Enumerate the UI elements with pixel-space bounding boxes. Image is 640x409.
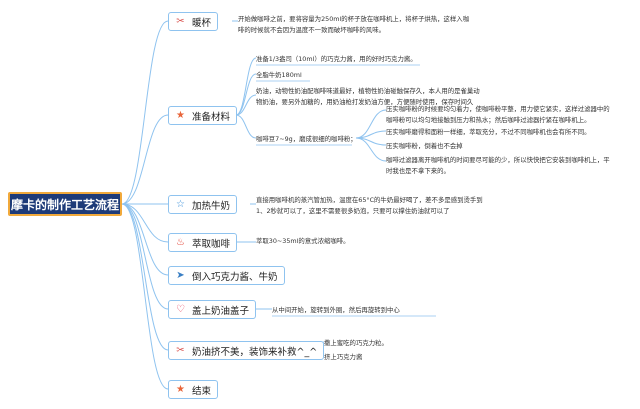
branch-cover-cream[interactable]: ♡ 盖上奶油盖子 bbox=[168, 300, 257, 319]
connector-beans-tip-4 bbox=[355, 137, 387, 162]
tools-icon: ✂ bbox=[176, 15, 185, 27]
connector-root-warm-cup bbox=[121, 20, 169, 205]
connector-prepare-chocolate bbox=[235, 57, 257, 116]
branch-end[interactable]: ★ 结束 bbox=[168, 380, 219, 399]
leaf-extract: 萃取30~35ml的意式浓缩咖啡。 bbox=[256, 237, 350, 245]
heart-icon: ♡ bbox=[176, 303, 185, 315]
connector-root-decor bbox=[121, 203, 169, 351]
leaf-heat-milk: 直接用咖啡机的蒸汽管加热，温度在65°C的牛奶最好喝了，差不多是感到烫手到 1、… bbox=[256, 196, 483, 215]
connector-prepare-cream bbox=[235, 94, 257, 116]
send-icon: ➤ bbox=[176, 269, 185, 281]
star-outline-icon: ☆ bbox=[176, 198, 185, 210]
connector-prepare-beans bbox=[235, 114, 257, 139]
leaf-milk: 全脂牛奶180ml bbox=[256, 71, 302, 79]
leaf-cream: 奶油，动物性奶油配咖啡味道最好，植物性奶油碰触保存久，本人用的是雀巢动 物奶油，… bbox=[256, 87, 480, 106]
branch-decoration-fix[interactable]: ✂ 奶油挤不美，装饰来补救^_^ bbox=[168, 341, 325, 360]
star-icon: ★ bbox=[176, 383, 185, 395]
tools-icon: ✂ bbox=[176, 344, 185, 356]
leaf-tip-3: 压实咖啡粉，倒着也不会掉 bbox=[386, 142, 463, 150]
leaf-tip-4: 咖啡过滤器离开咖啡机的时间要尽可能的少，所以快快把它安装到咖啡机上，平 时我也是… bbox=[386, 156, 610, 175]
leaf-decor-2: 挤上巧克力酱 bbox=[324, 353, 363, 361]
connector-root-cover bbox=[121, 203, 169, 310]
connector-root-prepare bbox=[121, 114, 169, 205]
leaf-cover: 从中间开始，旋转到外圈，然后再旋转到中心 bbox=[272, 306, 400, 314]
branch-pour-chocolate-milk[interactable]: ➤ 倒入巧克力酱、牛奶 bbox=[168, 266, 285, 285]
root-node[interactable]: 摩卡的制作工艺流程 bbox=[8, 192, 122, 216]
connector-root-pour bbox=[121, 203, 169, 276]
branch-warm-cup[interactable]: ✂ 暖杯 bbox=[168, 12, 219, 31]
branch-heat-milk[interactable]: ☆ 加热牛奶 bbox=[168, 195, 238, 214]
connector-root-extract bbox=[121, 203, 169, 243]
branch-extract-coffee[interactable]: ♨ 萃取咖啡 bbox=[168, 233, 238, 252]
leaf-chocolate: 准备1/3盎司（10ml）的巧克力酱，用的好时巧克力酱。 bbox=[256, 55, 417, 63]
leaf-warm-cup: 开始做咖啡之前，要将容量为250ml的杯子放在咖啡机上，将杯子烘热，这样入咖 啡… bbox=[238, 15, 470, 34]
leaf-tip-1: 压实咖啡粉的时候要均匀着力，使咖啡粉平整，用力使它紧实，这样过滤器中的 咖啡粉可… bbox=[386, 105, 610, 124]
flame-icon: ♨ bbox=[176, 236, 185, 248]
leaf-decor-1: 撒上蜜吃的巧克力粒。 bbox=[324, 339, 388, 347]
branch-prepare-materials[interactable]: ★ 准备材料 bbox=[168, 106, 238, 125]
connector-beans-tip-1 bbox=[355, 109, 387, 139]
star-icon: ★ bbox=[176, 109, 185, 121]
connector-root-end bbox=[121, 203, 169, 390]
leaf-tip-2: 压实咖啡磨得和面粉一样细，萃取充分，不过不同咖啡机也会有所不同。 bbox=[386, 128, 591, 136]
leaf-beans: 咖啡豆7~9g，磨成很细的咖啡粉； bbox=[256, 135, 357, 143]
connector-prepare-milk bbox=[235, 73, 257, 116]
